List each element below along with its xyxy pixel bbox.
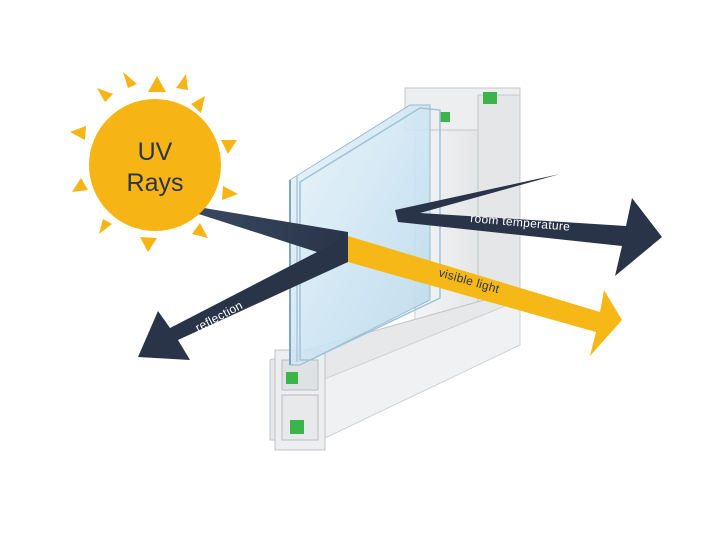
gasket-top — [483, 92, 497, 104]
room-temperature-arrow: room temperature — [395, 174, 662, 276]
window-frame — [269, 87, 521, 451]
gasket-top-inner — [440, 112, 450, 122]
gasket-bottom-lower — [290, 420, 304, 434]
sun-label-line2: Rays — [127, 169, 184, 197]
sun-label-line1: UV — [138, 138, 173, 166]
sun-icon: UV Rays — [70, 72, 238, 252]
sun-disc — [89, 99, 221, 231]
gasket-bottom-upper — [286, 372, 298, 384]
sun-rays — [70, 72, 238, 252]
frame-gaskets — [286, 92, 497, 434]
incoming-uv-beam — [180, 204, 348, 262]
